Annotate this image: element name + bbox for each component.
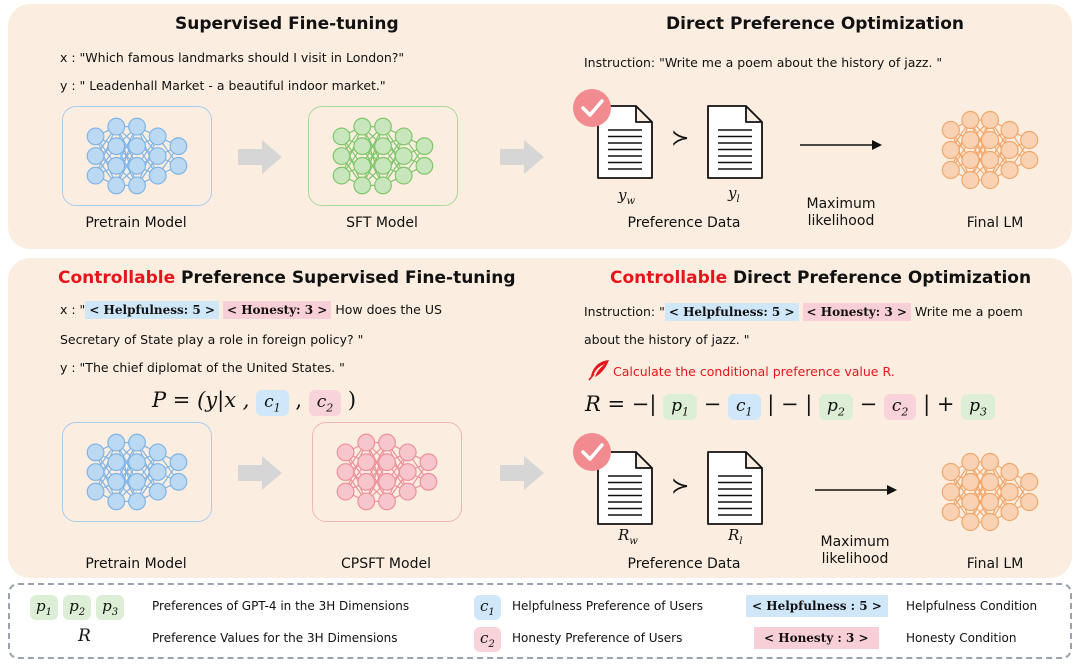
dpo-title: Direct Preference Optimization [666, 14, 965, 34]
pretrain-model-label: Pretrain Model [85, 556, 187, 572]
sft-model-label: SFT Model [346, 215, 418, 231]
legend-p-symbols: p1 p2 p3 [30, 595, 125, 620]
neural-network-icon [86, 117, 188, 195]
neural-network-icon [941, 110, 1039, 190]
cpsft-model-box [312, 422, 462, 522]
legend-help-tag: < Helpfulness : 5 > [746, 595, 888, 617]
legend-box [8, 583, 1072, 659]
legend-help-desc: Helpfulness Condition [906, 599, 1038, 613]
cpsft-x-example: x : "< Helpfulness: 5 > < Honesty: 3 > H… [60, 301, 442, 319]
honesty-tag: < Honesty: 3 > [802, 303, 911, 321]
dpo-instruction: Instruction: "Write me a poem about the … [584, 55, 943, 70]
neural-network-icon [336, 433, 438, 511]
sft-dpo-panel [8, 4, 1072, 249]
document-icon [707, 105, 763, 179]
cpsft-x-example-line2: Secretary of State play a role in foreig… [60, 332, 364, 347]
calc-instruction: Calculate the conditional preference val… [613, 364, 895, 379]
preference-data-label: Preference Data [627, 215, 741, 231]
neural-network-icon [941, 452, 1039, 532]
cdpo-instruction: Instruction: "< Helpfulness: 5 > < Hones… [584, 303, 1023, 321]
legend-c2-desc: Honesty Preference of Users [512, 631, 683, 645]
preference-data-label: Preference Data [627, 556, 741, 572]
helpfulness-tag: < Helpfulness: 5 > [85, 301, 219, 319]
yw-label: yw [618, 186, 636, 207]
sft-title: Supervised Fine-tuning [175, 14, 399, 34]
rw-label: Rw [618, 526, 638, 547]
neural-network-icon [332, 117, 434, 195]
preferred-over-symbol: ≻ [671, 126, 690, 151]
sft-y-example: y : " Leadenhall Market - a beautiful in… [60, 78, 386, 93]
arrow-right-icon [500, 140, 544, 174]
preferred-over-symbol: ≻ [671, 474, 690, 499]
conditional-probability-formula: P = (y|x , c1 , c2 ) [152, 388, 357, 417]
rl-label: Rl [728, 526, 743, 547]
cdpo-instruction-line2: about the history of jazz. " [584, 332, 750, 347]
arrow-right-icon [238, 456, 282, 490]
arrow-right-icon [800, 140, 882, 150]
neural-network-icon [86, 433, 188, 511]
legend-c1-desc: Helpfulness Preference of Users [512, 599, 703, 613]
legend-r-desc: Preference Values for the 3H Dimensions [152, 631, 398, 645]
arrow-right-icon [815, 485, 897, 495]
checkmark-badge-icon [573, 89, 611, 127]
quill-pen-icon [588, 360, 609, 381]
cpsft-y-example: y : "The chief diplomat of the United St… [60, 360, 345, 375]
cdpo-title: Controllable Direct Preference Optimizat… [610, 268, 1032, 288]
legend-hon-desc: Honesty Condition [906, 631, 1017, 645]
final-lm-label: Final LM [966, 556, 1024, 572]
helpfulness-tag: < Helpfulness: 5 > [664, 303, 799, 321]
legend-c2-symbol: c2 [474, 627, 501, 652]
pretrain-model-box [62, 422, 212, 522]
arrow-right-icon [500, 456, 544, 490]
pretrain-model-label: Pretrain Model [85, 215, 187, 231]
yl-label: yl [728, 184, 740, 205]
document-icon [707, 451, 763, 525]
legend-hon-tag: < Honesty : 3 > [754, 627, 879, 649]
document-icon [597, 451, 653, 525]
document-icon [597, 105, 653, 179]
pretrain-model-box [62, 106, 212, 206]
arrow-right-icon [238, 140, 282, 174]
honesty-tag: < Honesty: 3 > [222, 301, 332, 319]
legend-c1-symbol: c1 [474, 595, 501, 620]
legend-r-symbol: R [78, 626, 91, 646]
legend-p-desc: Preferences of GPT-4 in the 3H Dimension… [152, 599, 410, 613]
final-lm-label: Final LM [966, 215, 1024, 231]
cpsft-model-label: CPSFT Model [341, 556, 431, 572]
checkmark-badge-icon [573, 433, 611, 471]
sft-x-example: x : "Which famous landmarks should I vis… [60, 50, 405, 65]
preference-value-formula: R = −| p1 − c1 | − | p2 − c2 | + p3 [585, 392, 996, 421]
sft-model-box [308, 106, 458, 206]
cpsft-title: Controllable Preference Supervised Fine-… [58, 268, 516, 288]
